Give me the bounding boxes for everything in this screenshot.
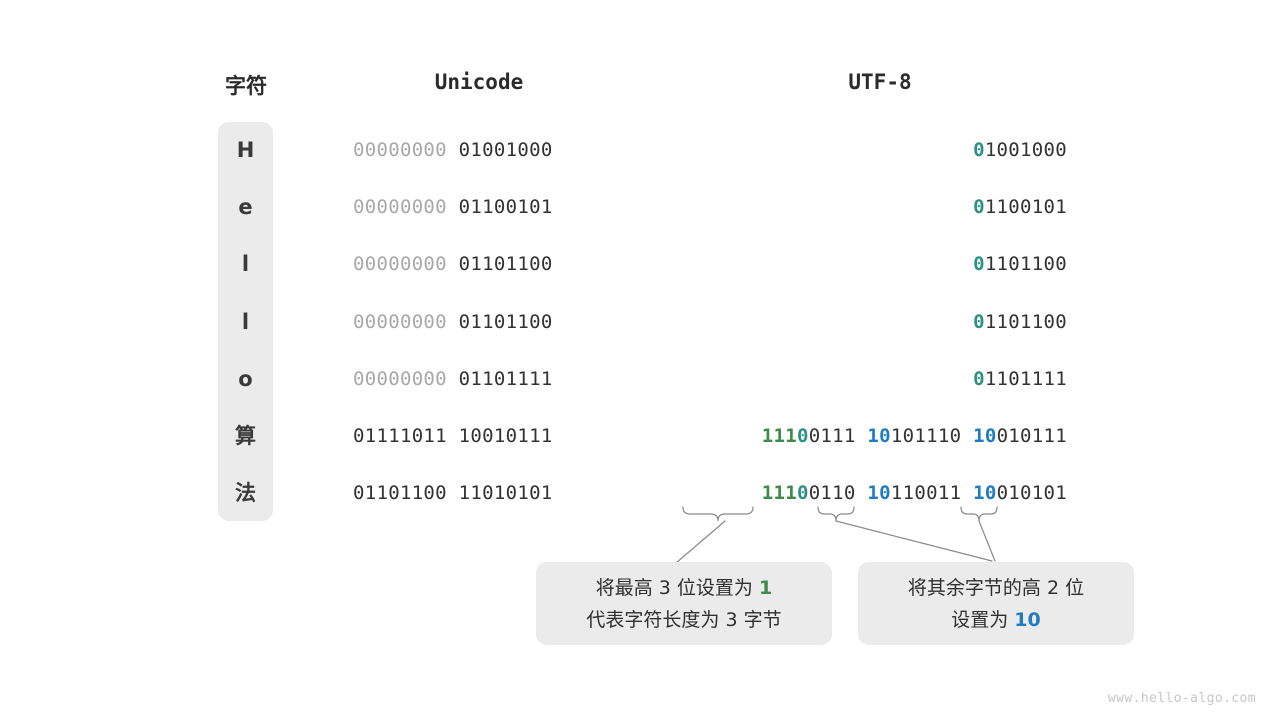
- unicode-cell: 01101100 11010101: [353, 478, 607, 508]
- character-column-panel: [218, 122, 273, 521]
- utf8-prefix-bits: 0: [973, 253, 985, 276]
- callout-b-line-2: 设置为 10: [951, 604, 1041, 636]
- utf8-byte-group: 10101110: [867, 425, 961, 447]
- utf8-cell: 01001000: [973, 135, 1067, 165]
- utf8-byte-group: 10010111: [973, 425, 1067, 447]
- unicode-cell: 00000000 01101111: [353, 364, 607, 394]
- callout-a-line-2: 代表字符长度为 3 字节: [586, 604, 781, 636]
- utf8-cell: 01101100: [973, 249, 1067, 279]
- callout-b-line-2-text: 设置为: [951, 608, 1015, 631]
- utf8-byte-group: 11100111: [762, 425, 856, 447]
- utf8-payload-bits: 010101: [996, 482, 1067, 505]
- utf8-byte-group: 11100110: [762, 482, 856, 504]
- utf8-prefix-bits: 0: [973, 139, 985, 161]
- unicode-cell: 01111011 10010111: [353, 421, 607, 451]
- character-cell: H: [236, 138, 255, 162]
- unicode-high-byte: 00000000: [353, 196, 447, 219]
- utf8-payload-bits: 0111: [808, 425, 856, 447]
- unicode-low-byte: 01100101: [458, 196, 553, 219]
- callout-b-line-2-highlight: 10: [1014, 608, 1041, 631]
- utf8-cell: 01101111: [973, 364, 1067, 394]
- header-unicode: Unicode: [434, 70, 524, 94]
- utf8-prefix-bits: 0: [973, 310, 985, 333]
- callout-a-line-1-highlight: 1: [758, 576, 773, 599]
- utf8-payload-bits: 101110: [890, 425, 962, 447]
- utf8-byte-group: 01101100: [973, 311, 1067, 333]
- character-cell: e: [238, 195, 253, 220]
- unicode-low-byte: 01001000: [458, 139, 553, 161]
- unicode-low-byte: 01101100: [458, 253, 553, 276]
- callout-leading-bits: 将最高 3 位设置为 1 代表字符长度为 3 字节: [536, 562, 832, 645]
- utf8-cell: 01100101: [973, 192, 1067, 222]
- utf8-prefix-bits: 10: [973, 482, 997, 505]
- unicode-high-byte: 00000000: [353, 139, 447, 161]
- unicode-high-byte: 01101100: [353, 482, 447, 505]
- utf8-payload-bits: 010111: [996, 425, 1067, 447]
- utf8-cell: 01101100: [973, 307, 1067, 337]
- character-cell: 法: [235, 481, 256, 506]
- unicode-cell: 00000000 01101100: [353, 249, 607, 279]
- callout-a-line-1: 将最高 3 位设置为 1: [596, 572, 772, 604]
- callout-b-line-1-text: 将其余字节的高 2 位: [907, 576, 1085, 599]
- unicode-low-byte: 01101100: [458, 310, 553, 333]
- utf8-prefix-bits: 10: [973, 425, 997, 447]
- character-cell: o: [238, 366, 253, 391]
- unicode-high-byte: 00000000: [353, 253, 447, 276]
- utf8-prefix-bits: 0: [973, 367, 985, 390]
- utf8-payload-bits: 1101100: [984, 253, 1067, 276]
- utf8-payload-bits: 110011: [890, 482, 962, 505]
- unicode-low-byte: 11010101: [458, 482, 553, 505]
- utf8-payload-bits: 0110: [808, 482, 856, 505]
- utf8-prefix-bits: 0: [973, 196, 985, 219]
- utf8-prefix-bits: 111: [761, 482, 797, 505]
- unicode-cell: 00000000 01001000: [353, 135, 607, 165]
- character-cell: l: [241, 252, 250, 277]
- unicode-cell: 00000000 01101100: [353, 307, 607, 337]
- utf8-prefix-terminator-bit: 0: [796, 425, 809, 447]
- character-cell: 算: [235, 424, 256, 448]
- callout-a-line-1-text: 将最高 3 位设置为: [595, 576, 759, 599]
- utf8-byte-group: 01101100: [973, 253, 1067, 275]
- callout-b-line-1: 将其余字节的高 2 位: [908, 572, 1084, 604]
- unicode-low-byte: 10010111: [458, 425, 553, 447]
- callout-a-line-2-text: 代表字符长度为 3 字节: [586, 608, 782, 631]
- utf8-cell: 11100111 10101110 10010111: [762, 421, 1067, 451]
- utf8-byte-group: 01001000: [973, 139, 1067, 161]
- utf8-prefix-bits: 111: [761, 425, 797, 447]
- utf8-prefix-terminator-bit: 0: [796, 482, 809, 505]
- utf8-payload-bits: 1101111: [984, 367, 1067, 390]
- unicode-high-byte: 01111011: [353, 425, 447, 447]
- callout-continuation-bits: 将其余字节的高 2 位 设置为 10: [858, 562, 1134, 645]
- utf8-byte-group: 10010101: [973, 482, 1067, 504]
- utf8-payload-bits: 1101100: [984, 310, 1067, 333]
- utf8-payload-bits: 1001000: [984, 139, 1067, 161]
- character-cell: l: [241, 309, 250, 334]
- unicode-high-byte: 00000000: [353, 367, 447, 390]
- utf8-byte-group: 01100101: [973, 196, 1067, 218]
- site-watermark: www.hello-algo.com: [1107, 691, 1256, 706]
- header-utf8: UTF-8: [848, 70, 912, 94]
- unicode-cell: 00000000 01100101: [353, 192, 607, 222]
- utf8-payload-bits: 1100101: [984, 196, 1067, 219]
- utf8-byte-group: 01101111: [973, 368, 1067, 390]
- utf8-prefix-bits: 10: [867, 425, 891, 447]
- utf8-byte-group: 10110011: [867, 482, 961, 504]
- utf8-prefix-bits: 10: [867, 482, 891, 505]
- unicode-high-byte: 00000000: [353, 310, 447, 333]
- unicode-low-byte: 01101111: [458, 367, 553, 390]
- header-character: 字符: [225, 74, 267, 98]
- utf8-cell: 11100110 10110011 10010101: [762, 478, 1067, 508]
